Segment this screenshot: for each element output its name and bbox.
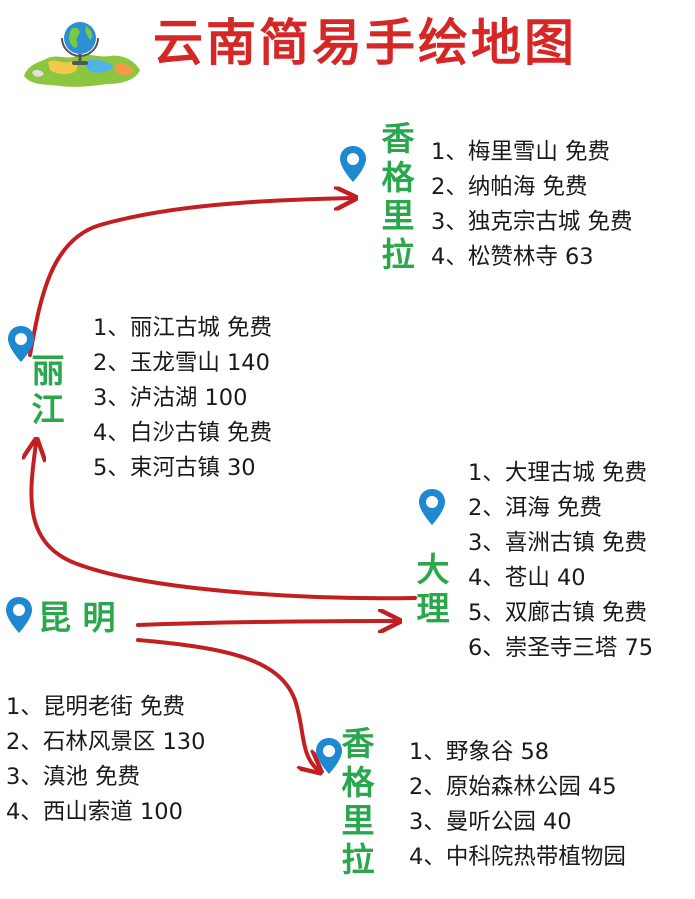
city-label-dali: 大理 bbox=[416, 550, 450, 628]
list-item: 1、梅里雪山 免费 bbox=[431, 139, 610, 165]
globe-map-logo bbox=[24, 22, 140, 87]
route-kunming-to-dali bbox=[136, 621, 396, 625]
route-dali-to-lijiang bbox=[31, 443, 417, 601]
list-item: 4、苍山 40 bbox=[468, 565, 586, 591]
city-label-kunming: 昆 明 bbox=[38, 598, 116, 637]
list-item: 3、曼听公园 40 bbox=[409, 809, 572, 835]
list-item: 2、洱海 免费 bbox=[468, 495, 602, 521]
route-lijiang-to-shangrila bbox=[28, 198, 352, 357]
spot-list-dali: 1、大理古城 免费 2、洱海 免费 3、喜洲古镇 免费 4、苍山 40 5、双廊… bbox=[468, 456, 653, 666]
list-item: 4、西山索道 100 bbox=[6, 799, 183, 825]
list-item: 2、石林风景区 130 bbox=[6, 729, 206, 755]
page-title: 云南简易手绘地图 bbox=[153, 14, 577, 72]
list-item: 6、崇圣寺三塔 75 bbox=[468, 635, 654, 661]
map-pin-icon bbox=[340, 146, 366, 182]
list-item: 3、滇池 免费 bbox=[6, 764, 140, 790]
spot-list-xishuangbanna: 1、野象谷 58 2、原始森林公园 45 3、曼听公园 40 4、中科院热带植物… bbox=[409, 735, 626, 875]
list-item: 3、独克宗古城 免费 bbox=[431, 209, 633, 235]
list-item: 5、双廊古镇 免费 bbox=[468, 600, 647, 626]
spot-list-kunming: 1、昆明老街 免费 2、石林风景区 130 3、滇池 免费 4、西山索道 100 bbox=[6, 690, 205, 830]
list-item: 5、束河古镇 30 bbox=[93, 455, 256, 481]
list-item: 3、泸沽湖 100 bbox=[93, 385, 248, 411]
list-item: 4、中科院热带植物园 bbox=[409, 844, 626, 870]
city-label-shangrila: 香格里拉 bbox=[381, 119, 415, 274]
list-item: 2、原始森林公园 45 bbox=[409, 774, 617, 800]
list-item: 1、昆明老街 免费 bbox=[6, 694, 185, 720]
map-pin-icon bbox=[419, 489, 445, 525]
list-item: 2、纳帕海 免费 bbox=[431, 174, 588, 200]
list-item: 2、玉龙雪山 140 bbox=[93, 350, 270, 376]
list-item: 4、白沙古镇 免费 bbox=[93, 420, 272, 446]
list-item: 1、丽江古城 免费 bbox=[93, 315, 272, 341]
list-item: 1、野象谷 58 bbox=[409, 739, 550, 765]
map-pin-icon bbox=[6, 597, 32, 633]
list-item: 3、喜洲古镇 免费 bbox=[468, 530, 647, 556]
list-item: 1、大理古城 免费 bbox=[468, 460, 647, 486]
map-pin-icon bbox=[8, 326, 34, 362]
list-item: 4、松赞林寺 63 bbox=[431, 244, 594, 270]
map-pin-icon bbox=[316, 738, 342, 774]
route-kunming-to-xishuangbanna bbox=[136, 638, 318, 770]
spot-list-shangrila: 1、梅里雪山 免费 2、纳帕海 免费 3、独克宗古城 免费 4、松赞林寺 63 bbox=[431, 135, 632, 275]
spot-list-lijiang: 1、丽江古城 免费 2、玉龙雪山 140 3、泸沽湖 100 4、白沙古镇 免费… bbox=[93, 311, 272, 486]
city-label-lijiang: 丽江 bbox=[31, 351, 65, 429]
city-label-xishuangbanna: 香格里拉 bbox=[341, 724, 375, 879]
